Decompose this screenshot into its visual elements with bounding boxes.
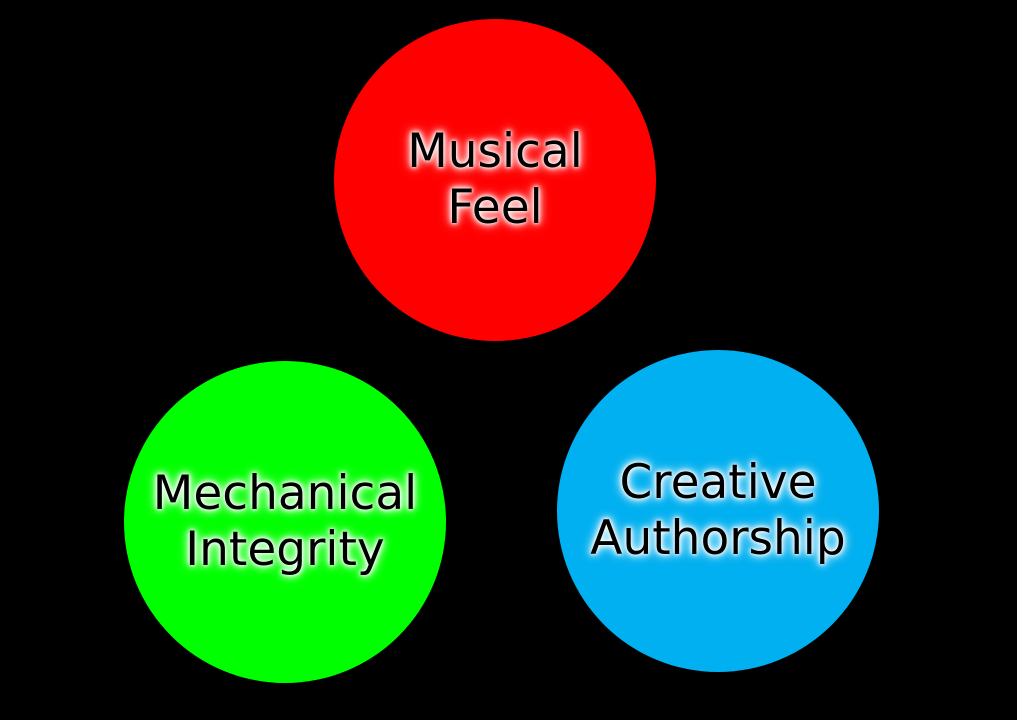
musical-feel-label-line-1: Musical bbox=[407, 124, 583, 179]
creative-authorship-label-line-1: Creative bbox=[619, 455, 817, 510]
mechanical-integrity-label-line-1: Mechanical bbox=[152, 466, 418, 521]
creative-authorship-label-line-2: Authorship bbox=[590, 511, 846, 566]
musical-feel-circle: Musical Feel bbox=[334, 19, 656, 341]
creative-authorship-label: Creative Authorship bbox=[590, 455, 845, 567]
mechanical-integrity-label-line-2: Integrity bbox=[185, 522, 385, 577]
mechanical-integrity-circle: Mechanical Integrity bbox=[124, 361, 446, 683]
musical-feel-label: Musical Feel bbox=[407, 124, 583, 236]
mechanical-integrity-label: Mechanical Integrity bbox=[153, 466, 417, 578]
creative-authorship-circle: Creative Authorship bbox=[557, 350, 879, 672]
musical-feel-label-line-2: Feel bbox=[447, 180, 543, 235]
